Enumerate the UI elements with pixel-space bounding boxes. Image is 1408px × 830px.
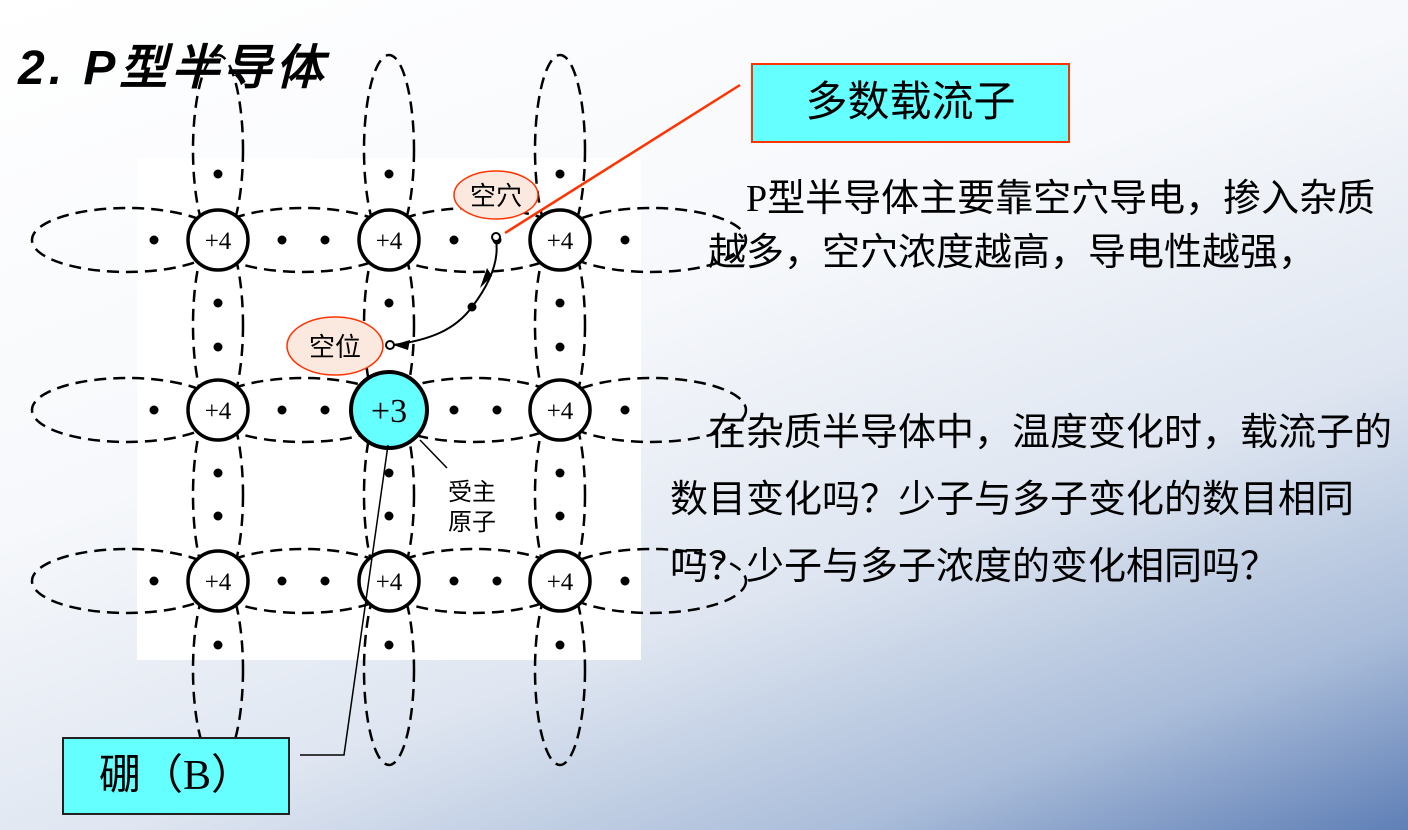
electron-group bbox=[149, 169, 630, 650]
electron-dot bbox=[277, 576, 287, 586]
acceptor-atom-label: +3 bbox=[371, 393, 407, 430]
boron-callout: 硼（B） bbox=[62, 737, 290, 815]
vacancy-label: 空位 bbox=[309, 333, 361, 362]
electron-dot bbox=[620, 235, 630, 245]
silicon-atom-label: +4 bbox=[547, 398, 574, 425]
acceptor-label-2: 原子 bbox=[448, 510, 496, 536]
silicon-atom bbox=[528, 378, 592, 442]
electron-dot bbox=[384, 169, 394, 179]
electron-dot bbox=[213, 511, 223, 521]
electron-dot bbox=[449, 576, 459, 586]
boron-pointer bbox=[300, 444, 389, 756]
electron-dot bbox=[449, 235, 459, 245]
hole-marker bbox=[491, 232, 501, 242]
electron-dot bbox=[149, 576, 159, 586]
electron-dot bbox=[277, 235, 287, 245]
electron-dot bbox=[149, 235, 159, 245]
silicon-atom-label: +4 bbox=[205, 228, 232, 255]
silicon-atom-label: +4 bbox=[376, 569, 403, 596]
electron-dot bbox=[555, 342, 565, 352]
electron-dot bbox=[384, 640, 394, 650]
paragraph-question: 在杂质半导体中，温度变化时，载流子的数目变化吗？少子与多子变化的数目相同吗？少子… bbox=[670, 412, 1393, 588]
electron-dot bbox=[555, 298, 565, 308]
silicon-atom bbox=[528, 208, 592, 272]
hole-label: 空穴 bbox=[470, 182, 522, 211]
vacancy-marker bbox=[385, 340, 395, 350]
electron-dot bbox=[492, 576, 502, 586]
slide-title: 2. P型半导体 bbox=[18, 42, 328, 95]
electron-dot bbox=[449, 405, 459, 415]
hole-label-bubble bbox=[453, 170, 539, 220]
electron-move-arrow bbox=[392, 239, 498, 346]
electron-dot bbox=[320, 576, 330, 586]
arrowhead-icon bbox=[393, 340, 410, 350]
electron-dot bbox=[492, 405, 502, 415]
electron-dot bbox=[213, 640, 223, 650]
electron-dot bbox=[320, 405, 330, 415]
electron-dot bbox=[213, 342, 223, 352]
electron-dot bbox=[555, 169, 565, 179]
silicon-atom bbox=[186, 208, 250, 272]
electron-dot bbox=[213, 468, 223, 478]
paragraph-p-type: P型半导体主要靠空穴导电，掺入杂质越多，空穴浓度越高，导电性越强， bbox=[708, 178, 1376, 274]
silicon-atom-label: +4 bbox=[205, 398, 232, 425]
electron-dot bbox=[620, 576, 630, 586]
silicon-atom bbox=[528, 549, 592, 613]
majority-carrier-pointer bbox=[504, 83, 741, 235]
electron-dot bbox=[555, 468, 565, 478]
electron-dot bbox=[213, 169, 223, 179]
silicon-atom bbox=[186, 549, 250, 613]
electron-dot bbox=[620, 405, 630, 415]
electron-dot bbox=[384, 298, 394, 308]
electron-dot bbox=[213, 298, 223, 308]
acceptor-label-1: 受主 bbox=[448, 479, 496, 506]
electron-dot bbox=[555, 511, 565, 521]
silicon-atom bbox=[357, 549, 421, 613]
electron-dot bbox=[320, 235, 330, 245]
silicon-atom-label: +4 bbox=[205, 569, 232, 596]
electron-dot bbox=[555, 640, 565, 650]
silicon-atom bbox=[186, 378, 250, 442]
silicon-atom-label: +4 bbox=[547, 228, 574, 255]
electron-dot bbox=[384, 468, 394, 478]
acceptor-leader bbox=[419, 439, 448, 469]
electron-dot bbox=[149, 405, 159, 415]
vacancy-label-bubble bbox=[286, 316, 384, 376]
electron-dot bbox=[384, 511, 394, 521]
silicon-atom-label: +4 bbox=[547, 569, 574, 596]
arrowhead-icon bbox=[480, 268, 492, 288]
majority-carrier-callout: 多数载流子 bbox=[751, 63, 1070, 143]
silicon-atom-label: +4 bbox=[376, 228, 403, 255]
electron-dot bbox=[277, 405, 287, 415]
acceptor-atom bbox=[349, 370, 429, 450]
silicon-atom bbox=[357, 208, 421, 272]
atom-group: +4 +4 +4 +4 +3 +4 +4 +4 +4 bbox=[186, 208, 592, 613]
